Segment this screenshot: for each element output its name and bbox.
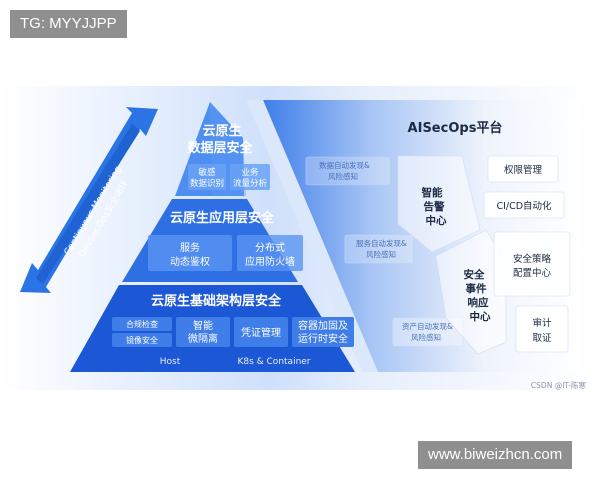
sense-item-data [305,156,391,186]
sense-item-asset-line2: 风险感知 [411,332,441,342]
compliance-check-label: 合规检查 [126,319,158,329]
sense-item-service-line1: 服务自动发现& [356,238,407,248]
platform-panel-edge [246,100,378,372]
permission-label: 权限管理 [504,164,543,176]
middle-card-1-line1: 服务 [180,241,200,254]
middle-layer-title: 云原生应用层安全 [170,210,275,226]
watermark-bottom-right: www.biweizhcn.com [418,441,573,469]
container-hardening-card [292,317,354,347]
container-hardening-line1: 容器加固及 [298,319,348,332]
response-center-line4: 中心 [470,310,491,323]
credential-card [234,317,288,347]
micro-segmentation-line1: 智能 [193,319,213,332]
top-card-1 [188,164,226,190]
credential-management-label: 凭证管理 [241,326,281,339]
sense-item-data-line2: 风险感知 [328,171,358,181]
sense-item-service-line2: 风险感知 [366,249,396,259]
top-card-2-line1: 业务 [241,167,259,178]
response-center-box [435,229,507,355]
sense-item-asset-line1: 资产自动发现& [402,321,453,331]
watermark-top-left: TG: MYYJJPP [10,10,127,38]
container-hardening-line2: 运行时安全 [298,332,348,345]
audit-line1: 审计 [532,317,552,329]
aisecops-platform: AISecOps平台 数据自动发现& 风险感知 服务自动发现& 风险感知 资产自… [305,120,571,355]
middle-card-1-line2: 动态鉴权 [170,255,210,268]
footer-k8s: K8s & Container [237,357,310,367]
micro-segmentation-card [176,317,230,347]
alert-center-line2: 告警 [424,200,445,213]
response-center-line3: 响应 [468,296,489,309]
bottom-layer-title: 云原生基础架构层安全 [151,293,282,309]
top-layer-title-line2: 数据层安全 [187,140,253,156]
micro-segmentation-line2: 微隔离 [188,332,218,345]
audit-box [515,305,569,353]
policy-box [493,231,571,297]
cicd-box [483,191,565,219]
top-layer-title-line1: 云原生 [202,123,241,139]
sense-item-data-line1: 数据自动发现& [319,160,370,170]
top-card-2-line2: 流量分析 [233,178,268,189]
middle-card-2-line1: 分布式 [255,241,285,254]
pyramid: 云原生 数据层安全 敏感 数据识别 业务 流量分析 云原生应用层安全 服务 动态… [70,102,355,372]
source-credit: CSDN @IT-陈寒 [531,380,587,390]
alert-center-line3: 中心 [426,214,447,227]
audit-line2: 取证 [532,333,552,344]
compliance-card [112,317,172,331]
alert-center-box [397,155,481,253]
policy-line2: 配置中心 [513,267,552,279]
middle-card-2-line2: 应用防火墙 [245,255,295,268]
response-center-line2: 事件 [466,282,487,295]
image-security-card [112,333,172,347]
policy-line1: 安全策略 [513,253,552,265]
top-card-1-line2: 数据识别 [190,178,224,189]
middle-card-1 [148,235,232,271]
response-center-line1: 安全 [464,268,485,281]
middle-card-2 [237,235,303,271]
top-card-1-line1: 敏感 [198,167,216,178]
alert-center-line1: 智能 [421,186,443,199]
permission-box [487,155,559,183]
footer-host: Host [160,357,181,367]
cicd-label: CI/CD自动化 [496,200,552,212]
image-security-label: 镜像安全 [126,335,158,345]
platform-title: AISecOps平台 [408,120,503,136]
top-card-2 [230,164,270,190]
sense-item-service [344,234,414,264]
